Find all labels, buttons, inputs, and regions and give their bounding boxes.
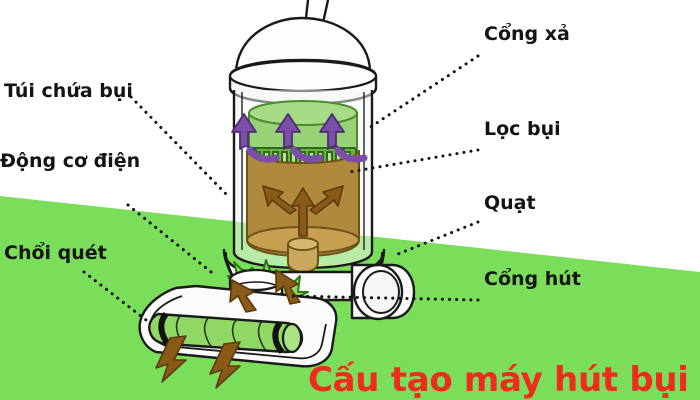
diagram-title: Cấu tạo máy hút bụi [308,360,689,400]
leader-fan [396,220,480,256]
dirty-air-arrows [262,185,344,237]
leader-exhaust-port [364,54,480,132]
rear-wheel [350,263,416,321]
brush-roll [148,312,304,354]
leader-suction-port [289,294,480,302]
label-dust-filter: Lọc bụi [484,118,561,140]
leader-brush [82,270,148,322]
label-suction-port: Cổng hút [484,268,581,290]
brush-bands [158,312,285,354]
label-dust-bag: Túi chứa bụi [4,80,133,102]
clean-air-arrow-tails [246,146,368,163]
label-fan: Quạt [484,192,536,214]
leader-dust-filter [347,148,480,174]
label-brush: Chổi quét [4,242,107,264]
leader-electric-motor [126,203,218,278]
leader-dust-bag [129,95,230,198]
leader-lines [82,54,480,322]
label-electric-motor: Động cơ điện [0,150,141,172]
label-exhaust-port: Cổng xả [484,23,570,45]
